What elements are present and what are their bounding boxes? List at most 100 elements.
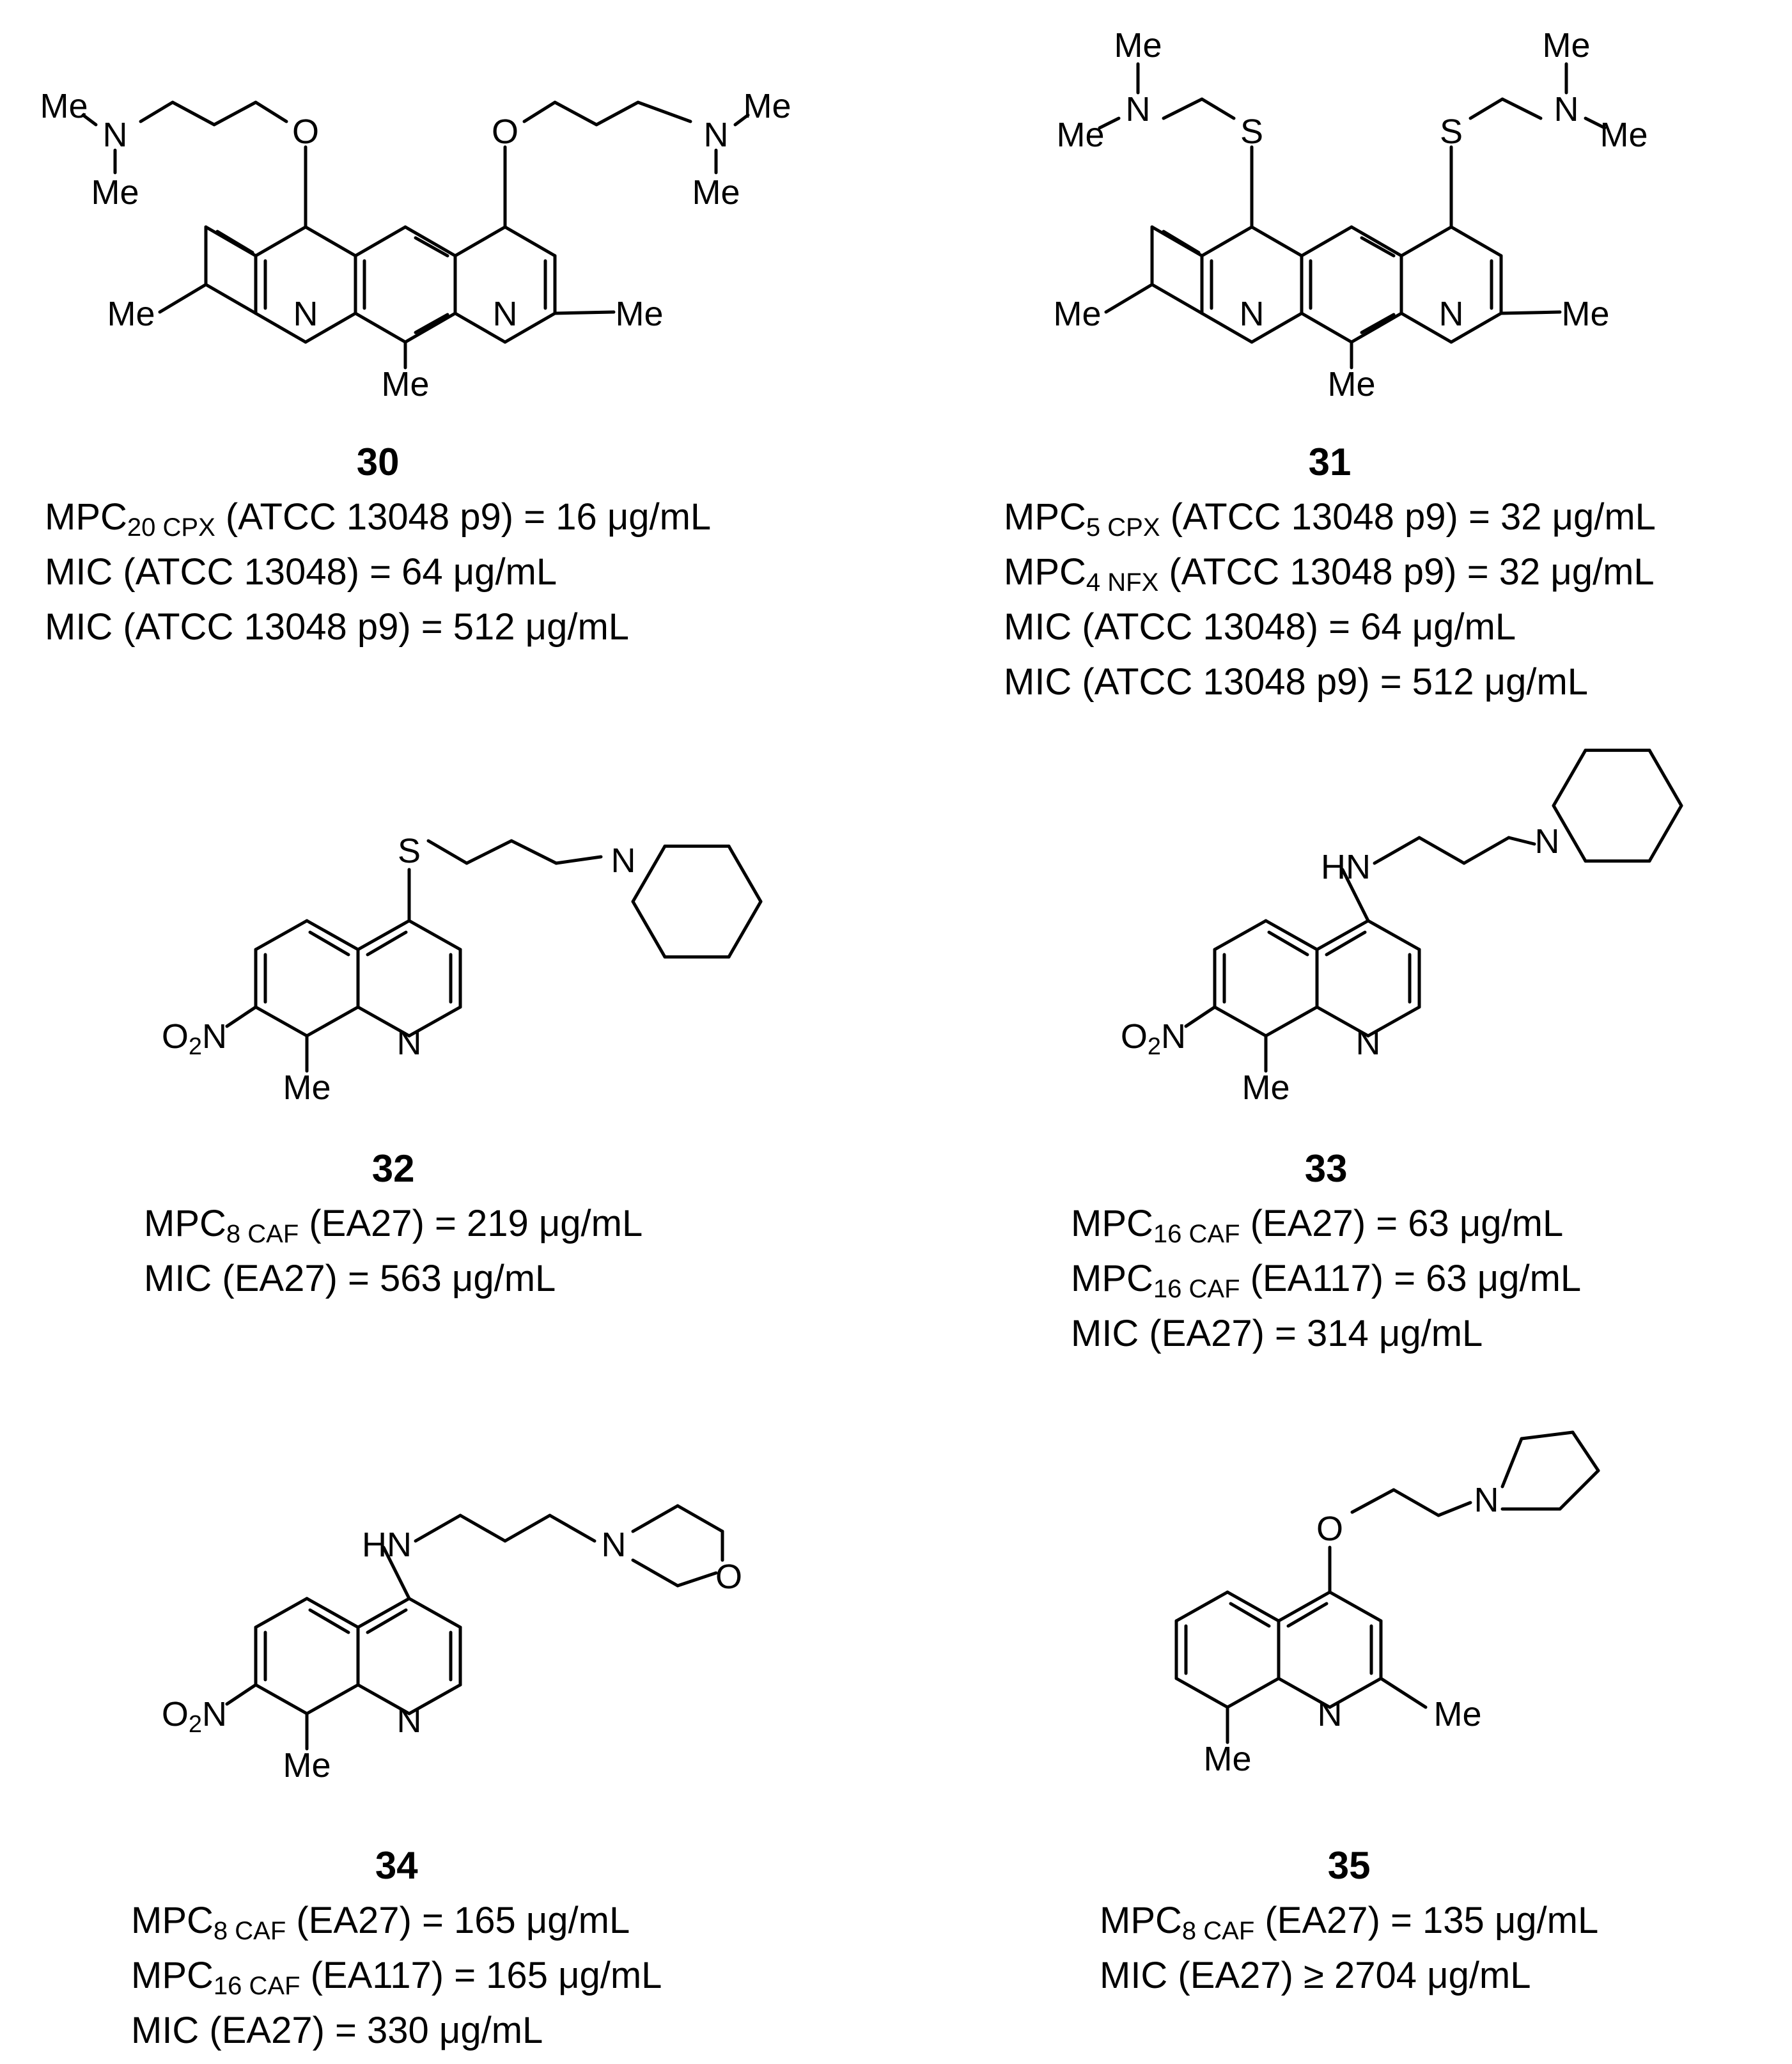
methyl-label: Me — [107, 295, 155, 333]
ring-bond — [354, 311, 407, 344]
ring-bond — [503, 311, 557, 344]
ring-bond — [503, 225, 557, 258]
ring-bond — [304, 311, 357, 344]
chain-bond — [458, 1513, 507, 1543]
ring-bond — [254, 225, 308, 258]
compound-34-caption: 34 MPC8 CAF (EA27) = 165 μg/mL MPC16 CAF… — [131, 1838, 662, 2058]
pyrrolidine-bond — [1558, 1469, 1600, 1511]
chain-bond — [554, 855, 603, 865]
ring-bond — [1250, 311, 1304, 344]
activity-line: MPC16 CAF (EA27) = 63 μg/mL — [1071, 1203, 1564, 1248]
piperidine-bond — [631, 844, 667, 903]
ring-bond — [1315, 1005, 1370, 1038]
methyl-bond — [1499, 310, 1562, 315]
ring-bond — [305, 1005, 360, 1038]
methyl-bond — [1104, 283, 1154, 314]
double-bond — [366, 930, 408, 957]
chain-bond — [636, 100, 692, 123]
chain-bond — [595, 100, 640, 127]
compound-number: 32 — [371, 1147, 415, 1190]
ring-bond — [1250, 225, 1304, 258]
piperidine-bond — [631, 900, 667, 959]
ring-bond — [1200, 225, 1254, 258]
methyl-bond — [1584, 116, 1607, 130]
nitrogen-label: N — [1439, 295, 1464, 333]
activity-line: MIC (EA27) = 314 μg/mL — [1071, 1313, 1483, 1354]
ring-bond — [1328, 1677, 1383, 1709]
piperidine-bond — [727, 900, 763, 959]
sulfur-label: S — [398, 832, 421, 870]
piperidine-bond — [1552, 748, 1587, 808]
ring-bond — [1264, 1005, 1319, 1038]
chain-bond — [510, 839, 558, 865]
double-bond — [308, 1608, 350, 1634]
ring-bond — [1213, 919, 1268, 951]
morpholine-bond — [631, 1504, 680, 1533]
ring-bond — [204, 283, 258, 315]
nitrogen-label: N — [611, 841, 636, 880]
chain-bond — [382, 1545, 411, 1600]
double-bond — [1267, 930, 1309, 957]
methyl-bond — [81, 113, 98, 127]
ring-bond — [407, 919, 462, 951]
activity-line: MPC16 CAF (EA117) = 165 μg/mL — [131, 1955, 662, 2000]
ring-bond — [1366, 1005, 1421, 1038]
nitrogen-label: N — [1554, 90, 1579, 129]
compound-number: 33 — [1304, 1147, 1348, 1190]
chain-bond — [1341, 868, 1370, 923]
ring-bond — [403, 311, 457, 344]
ring-bond — [1174, 1590, 1229, 1623]
activity-line: MIC (EA27) = 330 μg/mL — [131, 2010, 543, 2051]
morpholine-bond — [631, 1558, 680, 1588]
double-bond — [1360, 313, 1396, 334]
chain-bond — [414, 1513, 462, 1543]
compound-31-caption: 31 MPC5 CPX (ATCC 13048 p9) = 32 μg/mL M… — [1004, 435, 1656, 710]
methyl-label: Me — [40, 87, 88, 125]
piperidine-bond — [1552, 804, 1587, 863]
chain-bond — [548, 1513, 596, 1543]
ring-bond — [1315, 919, 1370, 951]
nitrogen-label: N — [1318, 1695, 1343, 1733]
heteroatom-label: S — [1440, 113, 1463, 151]
methyl-label: Me — [91, 173, 139, 212]
ring-bond — [254, 1005, 309, 1038]
double-bond — [1360, 236, 1396, 258]
chain-bond — [1417, 836, 1466, 865]
nitro-label: O2N — [1121, 1017, 1186, 1060]
methyl-label: Me — [692, 173, 740, 212]
ring-bond — [354, 225, 407, 258]
chain-bond — [1200, 97, 1236, 120]
double-bond — [308, 930, 350, 957]
activity-line: MPC4 NFX (ATCC 13048 p9) = 32 μg/mL — [1004, 551, 1655, 597]
methyl-label: Me — [1433, 1695, 1481, 1733]
activity-line: MIC (EA27) ≥ 2704 μg/mL — [1100, 1955, 1531, 1996]
chain-bond — [553, 100, 598, 127]
nitrogen-label: N — [493, 295, 518, 333]
chain-bond — [1373, 836, 1421, 865]
compound-number: 30 — [356, 441, 400, 483]
oxygen-label: O — [715, 1558, 742, 1596]
chain-bond — [1462, 836, 1511, 865]
compound-35-caption: 35 MPC8 CAF (EA27) = 135 μg/mL MIC (EA27… — [1100, 1838, 1598, 2003]
nitrogen-label: N — [1474, 1481, 1499, 1519]
ring-bond — [254, 919, 309, 951]
methyl-bond — [1379, 1677, 1428, 1709]
ring-bond — [1150, 283, 1204, 315]
activity-line: MPC8 CAF (EA27) = 219 μg/mL — [144, 1203, 643, 1248]
ring-bond — [1300, 311, 1353, 344]
activity-line: MIC (ATCC 13048 p9) = 512 μg/mL — [45, 606, 630, 648]
nitrogen-label: N — [602, 1526, 627, 1564]
methyl-label: Me — [283, 1746, 331, 1785]
ring-bond — [254, 311, 308, 344]
chain-bond — [426, 839, 469, 865]
ring-bond — [1226, 1590, 1281, 1623]
ring-bond — [356, 1597, 411, 1629]
nitrogen-label: N — [1535, 822, 1560, 861]
ring-bond — [305, 1597, 360, 1629]
activity-line: MPC16 CAF (EA117) = 63 μg/mL — [1071, 1258, 1582, 1303]
piperidine-bond — [1648, 748, 1683, 808]
nitro-label: O2N — [162, 1017, 227, 1060]
nitrogen-label: N — [1356, 1024, 1381, 1062]
ring-bond — [407, 1005, 462, 1038]
